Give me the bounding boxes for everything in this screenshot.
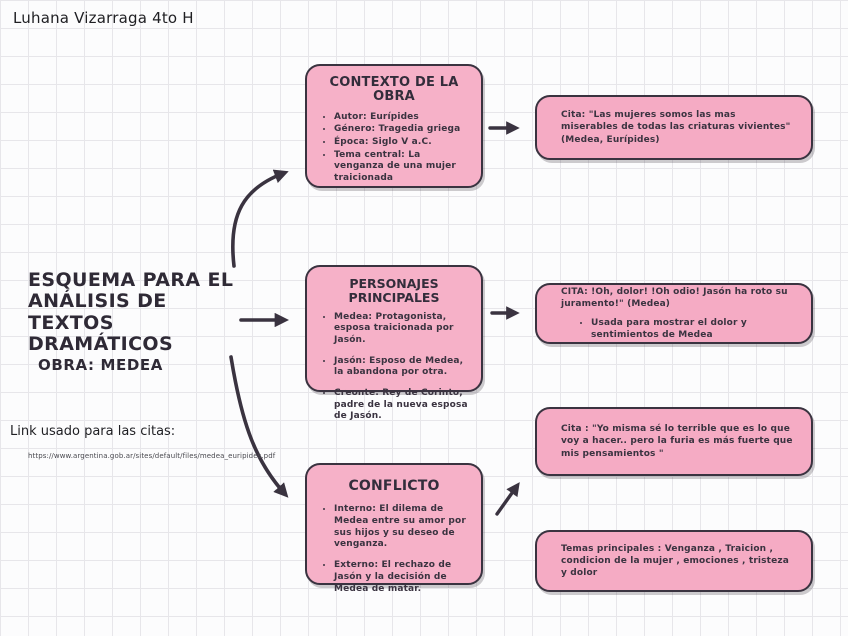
bullet-item: Autor: Eurípides: [334, 112, 469, 124]
arrow-conflicto-to-cita: [495, 482, 520, 516]
quote-text: Temas principales : Venganza , Traicion …: [561, 543, 789, 579]
node-contexto-de-la-obra[interactable]: CONTEXTO DE LA OBRA Autor: Eurípides Gén…: [305, 64, 483, 188]
bullet-item: Tema central: La venganza de una mujer t…: [334, 150, 469, 185]
arrow-title-to-conflicto: [229, 355, 289, 498]
node-title: PERSONAJES PRINCIPALES: [348, 276, 440, 305]
node-title: CONFLICTO: [348, 478, 440, 494]
quote-text: Cita : "Yo misma sé lo terrible que es l…: [561, 424, 793, 459]
quote-conflicto[interactable]: Cita : "Yo misma sé lo terrible que es l…: [535, 407, 813, 476]
bullet-item: Época: Siglo V a.C.: [334, 137, 469, 149]
bullet-item: Jasón: Esposo de Medea, la abandona por …: [334, 356, 469, 379]
node-bullet-list: Medea: Protagonista, esposa traicionada …: [319, 312, 469, 424]
bullet-item: Usada para mostrar el dolor y sentimient…: [591, 317, 795, 341]
arrow-title-to-contexto: [231, 169, 289, 268]
bullet-item: Externo: El rechazo de Jasón y la decisi…: [334, 560, 469, 595]
citation-link-url[interactable]: https://www.argentina.gob.ar/sites/defau…: [28, 452, 276, 460]
bullet-item: Creonte: Rey de Corinto, padre de la nue…: [334, 388, 469, 423]
quote-personajes[interactable]: CITA: !Oh, dolor! !Oh odio! Jasón ha rot…: [535, 283, 813, 344]
citation-link-label: Link usado para las citas:: [10, 424, 176, 439]
bullet-item: Medea: Protagonista, esposa traicionada …: [334, 312, 469, 347]
page-title: ESQUEMA PARA EL ANÁLISIS DE TEXTOS DRAMÁ…: [28, 269, 234, 355]
node-personajes-principales[interactable]: PERSONAJES PRINCIPALES Medea: Protagonis…: [305, 265, 483, 421]
node-temas-principales[interactable]: Temas principales : Venganza , Traicion …: [535, 530, 813, 592]
author-header: Luhana Vizarraga 4to H: [13, 9, 194, 27]
bullet-item: Género: Tragedia griega: [334, 124, 469, 136]
node-title: CONTEXTO DE LA OBRA: [329, 75, 459, 105]
quote-text: Cita: "Las mujeres somos las mas miserab…: [561, 110, 791, 145]
node-bullet-list: Interno: El dilema de Medea entre su amo…: [319, 504, 469, 595]
bullet-item: Interno: El dilema de Medea entre su amo…: [334, 504, 469, 551]
obra-subtitle: OBRA: MEDEA: [38, 356, 163, 374]
quote-contexto[interactable]: Cita: "Las mujeres somos las mas miserab…: [535, 95, 813, 160]
quote-text: CITA: !Oh, dolor! !Oh odio! Jasón ha rot…: [561, 286, 788, 309]
node-bullet-list: Autor: Eurípides Género: Tragedia griega…: [319, 112, 469, 185]
node-conflicto[interactable]: CONFLICTO Interno: El dilema de Medea en…: [305, 463, 483, 594]
quote-bullet-list: Usada para mostrar el dolor y sentimient…: [561, 317, 795, 341]
